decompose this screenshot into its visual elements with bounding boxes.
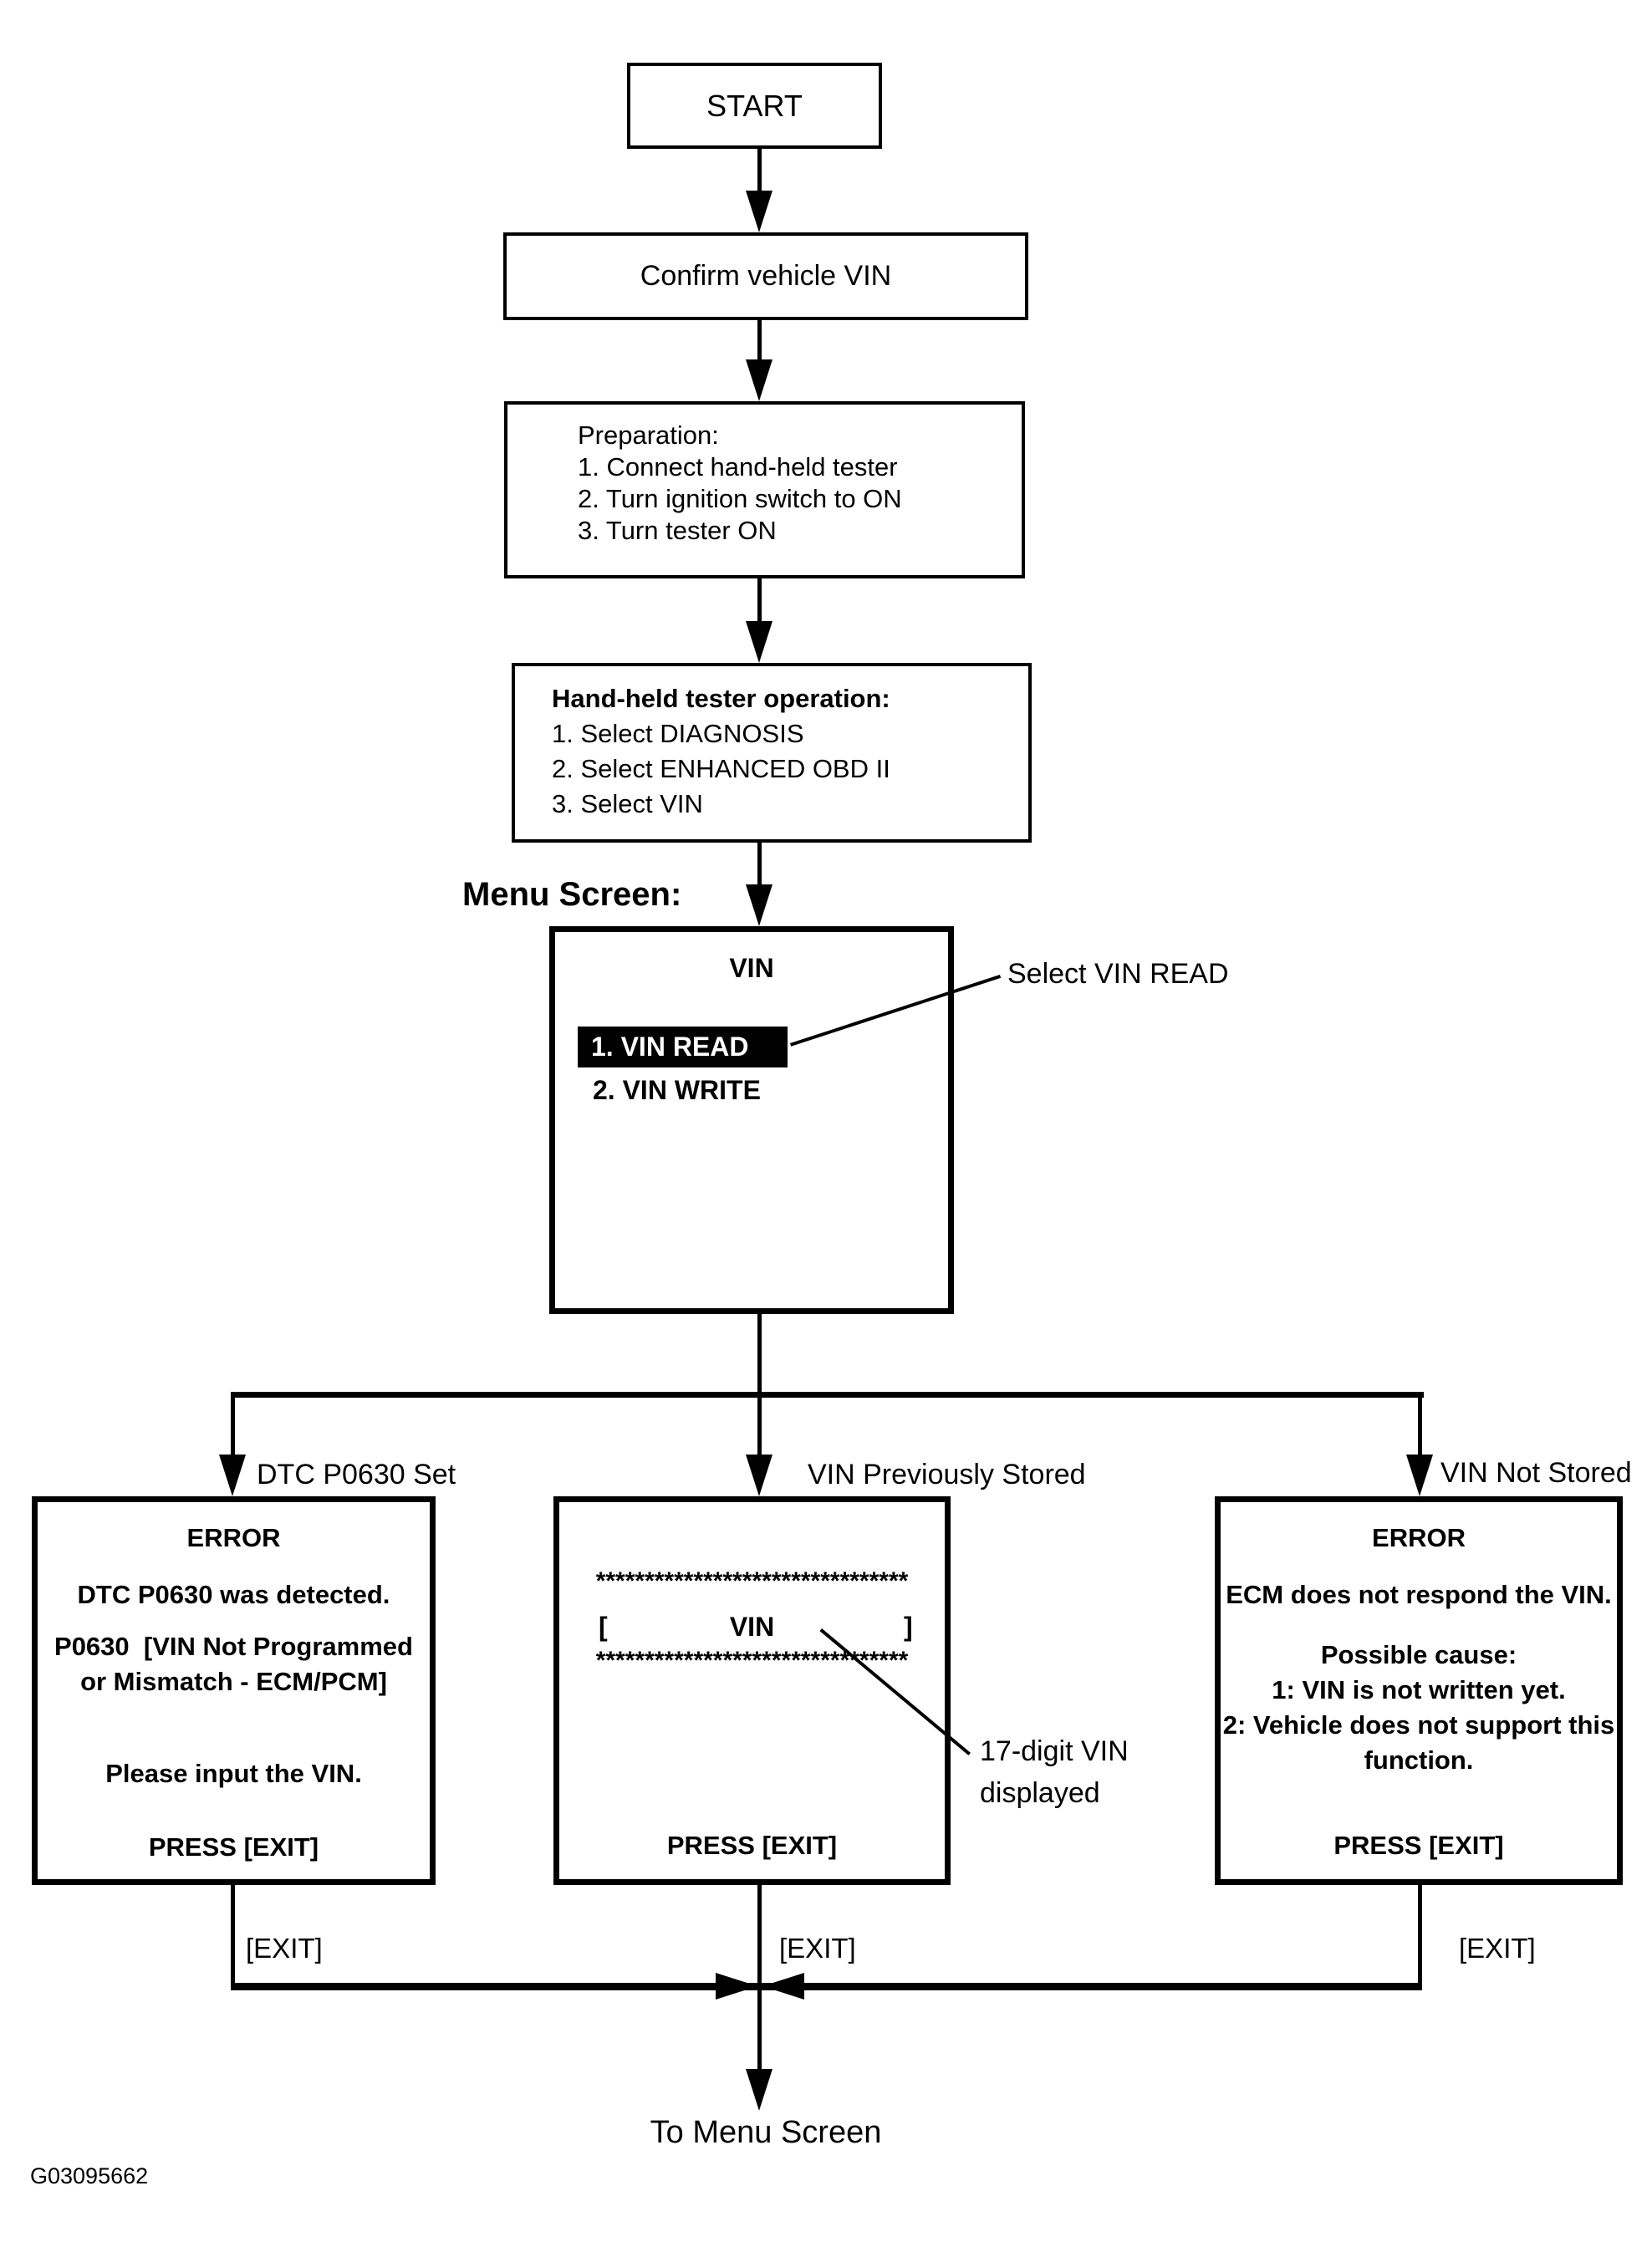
arrowhead-tester: [746, 621, 772, 663]
preparation-title: Preparation:: [578, 420, 719, 450]
tester-operation-title: Hand-held tester operation:: [552, 684, 890, 713]
vin-display-bracket-left: [: [599, 1612, 608, 1642]
menu-screen-heading: Menu Screen:: [462, 876, 682, 913]
error-dtc-press-exit: PRESS [EXIT]: [148, 1832, 319, 1862]
select-vin-read-note: Select VIN READ: [1007, 958, 1229, 990]
branch-drop-right: [1418, 1394, 1422, 1458]
error-dtc-line-3: or Mismatch - ECM/PCM]: [80, 1667, 387, 1696]
exit-converge-arrow-left: [716, 1973, 757, 2000]
confirm-vin-node: Confirm vehicle VIN: [503, 232, 1028, 320]
arrowhead-preparation: [746, 359, 772, 401]
error-dtc-box: ERROR DTC P0630 was detected. P0630 [VIN…: [32, 1496, 436, 1885]
error-ecm-line-3: 1: VIN is not written yet.: [1272, 1675, 1566, 1704]
to-menu-screen-label: To Menu Screen: [650, 2115, 882, 2150]
vin-display-stars-top: ********************************: [595, 1567, 909, 1595]
arrowhead-error-ecm: [1406, 1455, 1433, 1496]
tester-operation-item-2: 2. Select ENHANCED OBD II: [552, 754, 890, 783]
connector-preparation-tester: [757, 578, 762, 624]
error-ecm-box: ERROR ECM does not respond the VIN. Poss…: [1215, 1496, 1623, 1885]
error-ecm-title: ERROR: [1372, 1523, 1466, 1552]
exit-label-center: [EXIT]: [779, 1933, 856, 1964]
branch-label-dtc-set: DTC P0630 Set: [257, 1459, 456, 1490]
tester-operation-item-3: 3. Select VIN: [552, 789, 703, 818]
preparation-item-2: 2. Turn ignition switch to ON: [578, 484, 902, 513]
menu-item-vin-write: 2. VIN WRITE: [593, 1075, 761, 1105]
vin-display-press-exit: PRESS [EXIT]: [666, 1831, 838, 1860]
preparation-item-1: 1. Connect hand-held tester: [578, 452, 898, 481]
branch-label-vin-stored: VIN Previously Stored: [808, 1459, 1086, 1490]
arrowhead-to-menu: [746, 2069, 772, 2111]
error-ecm-line-4: 2: Vehicle does not support this: [1222, 1710, 1615, 1740]
exit-label-left: [EXIT]: [246, 1933, 323, 1964]
branch-horizontal-line: [231, 1392, 1424, 1398]
confirm-vin-label: Confirm vehicle VIN: [640, 260, 892, 292]
branch-label-vin-not-stored: VIN Not Stored: [1440, 1457, 1632, 1489]
preparation-item-3: 3. Turn tester ON: [578, 516, 777, 545]
menu-screen-box: VIN 1. VIN READ 2. VIN WRITE: [549, 926, 954, 1314]
start-node: START: [627, 63, 882, 149]
vin-display-bracket-right: ]: [904, 1612, 913, 1642]
tester-operation-item-1: 1. Select DIAGNOSIS: [552, 719, 804, 748]
exit-label-right: [EXIT]: [1459, 1933, 1536, 1964]
tester-operation-node: Hand-held tester operation: 1. Select DI…: [512, 663, 1032, 843]
preparation-node: Preparation: 1. Connect hand-held tester…: [504, 401, 1025, 578]
exit-line-left: [231, 1883, 235, 1985]
branch-drop-left: [231, 1394, 235, 1458]
connector-confirm-preparation: [757, 320, 762, 363]
error-ecm-press-exit: PRESS [EXIT]: [1333, 1831, 1504, 1860]
vin-note-line-1: 17-digit VIN: [980, 1735, 1129, 1767]
connector-tester-menu: [757, 843, 762, 888]
arrowhead-error-dtc: [219, 1455, 246, 1496]
exit-horizontal-line: [231, 1983, 1422, 1990]
figure-id: G03095662: [30, 2163, 149, 2188]
vin-note-line-2: displayed: [980, 1777, 1100, 1809]
exit-line-center: [757, 1883, 762, 2074]
menu-title: VIN: [729, 953, 774, 983]
connector-start-confirm: [757, 149, 762, 194]
exit-converge-arrow-right: [762, 1973, 804, 2000]
error-dtc-title: ERROR: [186, 1523, 281, 1552]
error-ecm-line-1: ECM does not respond the VIN.: [1226, 1580, 1612, 1609]
menu-item-vin-read: 1. VIN READ: [578, 1027, 788, 1067]
connector-menu-branch: [757, 1314, 762, 1458]
start-label: START: [706, 88, 803, 123]
arrowhead-vin-display: [746, 1455, 772, 1496]
vin-display-label: VIN: [729, 1612, 775, 1642]
error-dtc-line-2: P0630 [VIN Not Programmed: [54, 1632, 413, 1661]
error-ecm-line-2: Possible cause:: [1320, 1640, 1517, 1669]
error-dtc-line-1: DTC P0630 was detected.: [77, 1580, 390, 1609]
arrowhead-menu: [746, 884, 772, 926]
error-dtc-line-4: Please input the VIN.: [105, 1759, 362, 1788]
exit-line-right: [1418, 1883, 1422, 1985]
error-ecm-line-5: function.: [1364, 1745, 1474, 1775]
vin-display-stars-bottom: ********************************: [595, 1647, 909, 1674]
arrowhead-confirm: [746, 191, 772, 232]
